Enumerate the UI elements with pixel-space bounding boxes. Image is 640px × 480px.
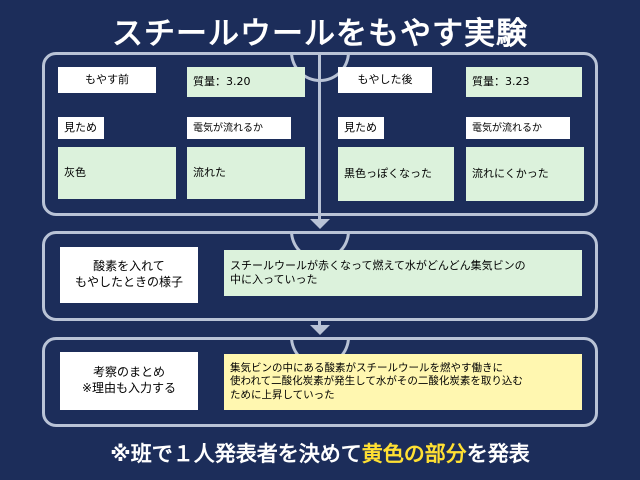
discussion-label-line2: ※理由も入力する <box>81 381 177 395</box>
before-look-value[interactable]: 灰色 <box>58 147 176 199</box>
before-elec-label: 電気が流れるか <box>187 117 291 139</box>
discussion-answer-line1: 集気ビンの中にある酸素がスチールウールを燃やす働きに <box>230 361 503 374</box>
arrow-down-icon <box>310 219 330 229</box>
oxygen-label: 酸素を入れて もやしたときの様子 <box>60 247 198 303</box>
footer-highlight: 黄色の部分 <box>361 442 467 466</box>
before-header: もやす前 <box>58 67 156 93</box>
oxygen-observation-line1: スチールウールが赤くなって燃えて水がどんどん集気ビンの <box>230 258 526 272</box>
oxygen-label-line2: もやしたときの様子 <box>74 275 183 289</box>
discussion-answer-line2: 使われて二酸化炭素が発生して水がその二酸化炭素を取り込む <box>230 375 523 388</box>
discussion-label-line1: 考察のまとめ <box>92 365 165 380</box>
after-elec-label: 電気が流れるか <box>466 117 570 139</box>
oxygen-observation-line2: 中に入っていった <box>230 273 318 286</box>
after-look-label: 見ため <box>338 117 384 139</box>
discussion-answer-line3: ために上昇していった <box>230 388 335 401</box>
oxygen-observation-field[interactable]: スチールウールが赤くなって燃えて水がどんどん集気ビンの 中に入っていった <box>224 250 582 296</box>
before-elec-value[interactable]: 流れた <box>187 147 305 199</box>
footer-text-part2: を発表 <box>466 442 530 466</box>
after-look-value[interactable]: 黒色っぽくなった <box>338 147 454 201</box>
discussion-answer-field[interactable]: 集気ビンの中にある酸素がスチールウールを燃やす働きに 使われて二酸化炭素が発生し… <box>224 354 582 410</box>
after-mass-field[interactable]: 質量：3.23 <box>466 67 582 97</box>
center-divider-line <box>318 52 321 220</box>
arrow-down-icon <box>310 325 330 335</box>
discussion-label: 考察のまとめ ※理由も入力する <box>60 352 198 410</box>
after-header: もやした後 <box>338 67 432 93</box>
before-mass-field[interactable]: 質量：3.20 <box>187 67 305 97</box>
before-look-label: 見ため <box>58 117 104 139</box>
after-elec-value[interactable]: 流れにくかった <box>466 147 584 201</box>
footer-instruction: ※班で１人発表者を決めて黄色の部分を発表 <box>0 438 640 468</box>
page-title: スチールウールをもやす実験 <box>112 16 528 52</box>
oxygen-label-line1: 酸素を入れて <box>93 259 165 274</box>
footer-text-part1: ※班で１人発表者を決めて <box>110 442 362 466</box>
